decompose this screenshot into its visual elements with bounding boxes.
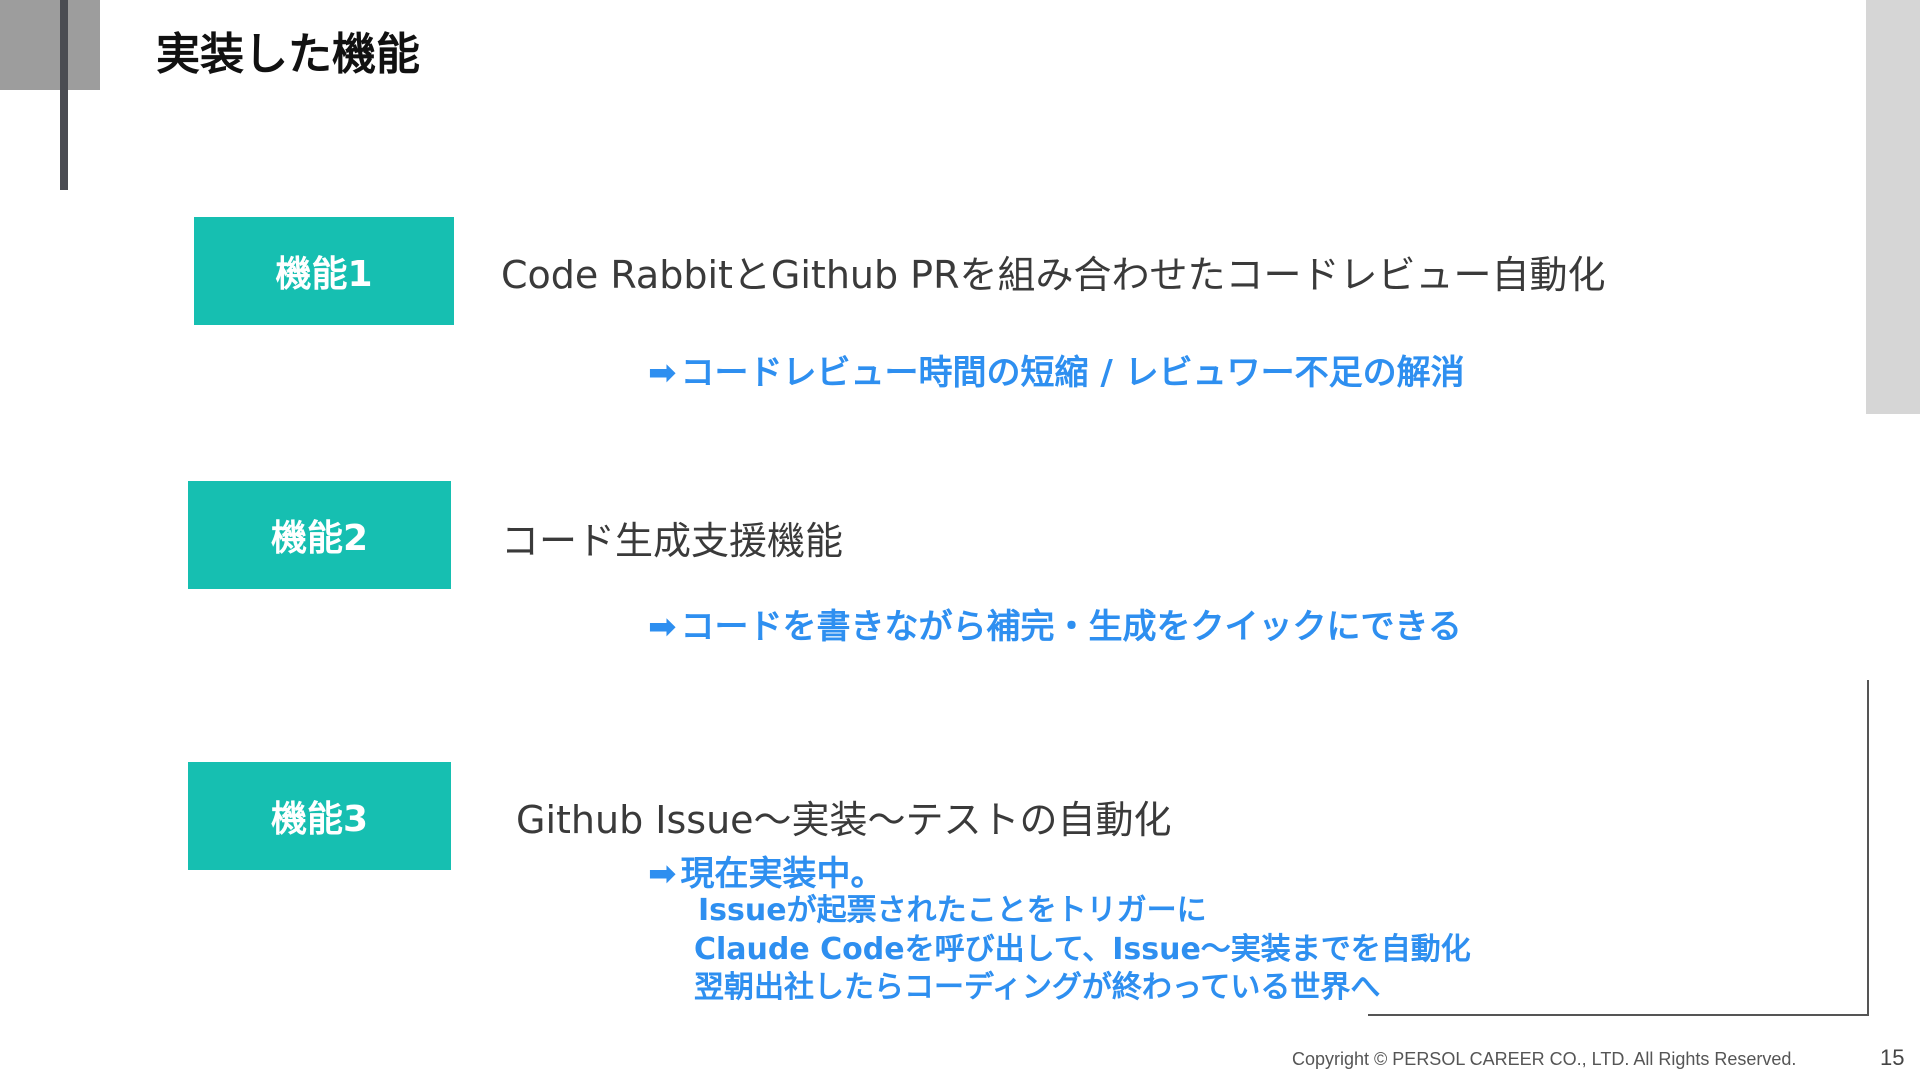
feature-3-detail-line: Claude Codeを呼び出して、Issue〜実装までを自動化 — [694, 932, 1471, 967]
feature-1-heading: Code RabbitとGithub PRを組み合わせたコードレビュー自動化 — [501, 253, 1606, 297]
bracket-line-vertical — [1867, 680, 1869, 1016]
feature-2-tag: 機能2 — [188, 481, 451, 589]
feature-3-detail-line: Issueが起票されたことをトリガーに — [698, 893, 1207, 928]
feature-3-tag: 機能3 — [188, 762, 451, 870]
page-title: 実装した機能 — [156, 29, 420, 80]
bracket-line-horizontal — [1368, 1014, 1869, 1016]
feature-2-result-text: コードを書きながら補完・生成をクイックにできる — [680, 607, 1462, 647]
right-arrow-icon: ➡ — [648, 607, 677, 647]
feature-3-result: ➡現在実装中。 — [648, 846, 885, 895]
feature-2-result: ➡コードを書きながら補完・生成をクイックにできる — [648, 599, 1462, 648]
copyright-text: Copyright © PERSOL CAREER CO., LTD. All … — [1292, 1049, 1797, 1069]
feature-1-tag: 機能1 — [194, 217, 454, 325]
page-number: 15 — [1880, 1045, 1905, 1070]
feature-3-result-text: 現在実装中。 — [680, 854, 885, 894]
feature-1-result-text: コードレビュー時間の短縮 / レビュワー不足の解消 — [680, 353, 1465, 393]
feature-1-result: ➡コードレビュー時間の短縮 / レビュワー不足の解消 — [648, 345, 1465, 394]
corner-decoration — [0, 0, 100, 90]
right-arrow-icon: ➡ — [648, 353, 677, 393]
title-accent-bar — [60, 0, 68, 190]
feature-3-heading: Github Issue〜実装〜テストの自動化 — [516, 798, 1172, 842]
right-arrow-icon: ➡ — [648, 854, 677, 894]
feature-2-heading: コード生成支援機能 — [501, 519, 844, 563]
right-edge-decoration — [1866, 0, 1920, 414]
feature-3-detail-line: 翌朝出社したらコーディングが終わっている世界へ — [694, 970, 1381, 1005]
